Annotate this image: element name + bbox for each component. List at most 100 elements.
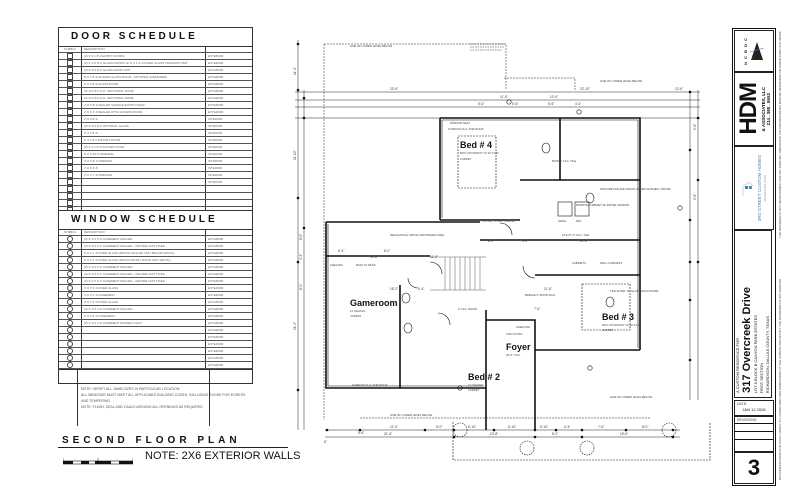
description-cell: (2) 3'-0 x 8'-0 ENTRY DOORS	[81, 52, 206, 61]
foyer-height: TWO STORY	[506, 332, 523, 336]
schedule-row	[59, 185, 252, 194]
description-cell: 6'-0 X 1'-6 FIXED GLASS (MATCH ENTRY DOO…	[81, 256, 206, 265]
window-note: NOTE: VERIFY ALL JAMB SIZES IN PARTICULA…	[81, 387, 180, 392]
type-cell: EXTERIOR	[205, 333, 252, 342]
lower-level-label: LINE OF LOWER LEVEL BELOW	[600, 79, 643, 83]
revisions-box: REVISIONS:	[734, 416, 774, 452]
tile-shower-label: TILE SHWR. W/ GLASS ENCLOSURE	[610, 289, 659, 293]
door-symbol-icon	[67, 151, 73, 157]
description-cell	[81, 354, 206, 363]
dimension: 11'-4"	[293, 67, 297, 75]
shelving-label: SHELVING	[516, 325, 530, 329]
dimension: 5'-0"	[436, 425, 442, 429]
bed3-ceiling: BOX UP FROM 8' TO 10' FLAT	[602, 323, 641, 327]
dimension: 8'-2"	[552, 432, 558, 436]
ncbdc-logo: N C B D C	[734, 30, 774, 72]
symbol-cell	[59, 284, 82, 293]
hdm-logo: HDM & ASSOCIATES, LLC 214 . 380 . 8653	[734, 72, 774, 146]
description-cell	[81, 185, 206, 194]
dimension: 8'-0"	[299, 234, 303, 240]
bridge-label: BRIDGE 9' WOOD RAIL	[525, 293, 556, 297]
window-symbol-icon	[67, 243, 73, 249]
symbol-cell	[59, 101, 82, 110]
description-cell: 3'-0 X 8'-0 OPENING	[81, 157, 206, 166]
dimension: 5'-6"	[693, 124, 697, 130]
door-schedule-title: DOOR SCHEDULE	[59, 28, 252, 47]
description-cell: 2'-6 X 8'-0	[81, 115, 206, 124]
dimension: 11'-0"	[500, 95, 508, 99]
symbol-cell	[59, 263, 82, 272]
type-cell: INTERIOR	[205, 143, 252, 152]
door-symbol-icon	[67, 95, 73, 101]
symbol-cell	[59, 73, 82, 82]
symbol-cell	[59, 277, 82, 286]
description-cell	[81, 361, 206, 370]
door-symbol-icon	[67, 130, 73, 136]
window-symbol-icon	[67, 313, 73, 319]
symbol-cell	[59, 249, 82, 258]
type-cell: EXTERIOR	[205, 361, 252, 370]
door-schedule: DOOR SCHEDULE SYMBOL DESCRIPTION (2) 3'-…	[58, 27, 253, 271]
bed4-floor: CARPET	[460, 157, 472, 161]
schedule-row: EXTERIOR	[59, 361, 252, 370]
door-symbol-icon	[67, 123, 73, 129]
type-cell: INTERIOR	[205, 164, 252, 173]
dimension: 3'-3"	[299, 254, 303, 260]
description-cell	[81, 178, 206, 187]
schedule-row: EXTERIOR	[59, 340, 252, 349]
type-cell: EXTERIOR	[205, 284, 252, 293]
symbol-cell	[59, 164, 82, 173]
description-cell: (2) 3'-0 X 4'-0 CASEMENT MULLED	[81, 305, 206, 314]
dimension: 4'-4"	[418, 287, 424, 291]
wall-cabinets-label: WALL CABINETS	[600, 261, 622, 265]
symbol-header: SYMBOL	[59, 47, 82, 54]
dimension: 11'-10"	[293, 150, 297, 160]
description-header: DESCRIPTION	[81, 47, 206, 54]
dimension: 5'-6"	[693, 194, 697, 200]
dimension: 6'-10"	[468, 425, 476, 429]
type-cell: INTERIOR	[205, 178, 252, 187]
door-schedule-table: SYMBOL DESCRIPTION (2) 3'-0 x 8'-0 ENTRY…	[59, 47, 252, 222]
type-cell: EXTERIOR	[205, 319, 252, 328]
dimension: 4'-0"	[522, 239, 528, 243]
window-symbol-icon	[67, 362, 73, 368]
schedule-row: EXTERIOR	[59, 347, 252, 356]
window-symbol-icon	[67, 299, 73, 305]
window-symbol-icon	[67, 250, 73, 256]
type-cell: EXTERIOR	[205, 80, 252, 89]
type-cell: INTERIOR	[205, 157, 252, 166]
window-schedule: WINDOW SCHEDULE SYMBOL DESCRIPTION (2) 3…	[58, 210, 253, 427]
washer-pan-label: PROVIDE PAN AND DRAIN UNDER WASHER / DRY…	[600, 187, 671, 191]
scale-bar-icon	[62, 458, 134, 465]
description-cell: (3) 3'-0 X 5'-0 CASEMENT MULLED - CENTER…	[81, 242, 206, 251]
symbol-cell	[59, 108, 82, 117]
borrow-cabinet-label: BORROW CABINET W/ DRYER VENDOR	[576, 203, 629, 207]
type-cell: EXTERIOR	[205, 73, 252, 82]
window-symbol-icon	[67, 236, 73, 242]
symbol-cell	[59, 291, 82, 300]
type-cell: EXTERIOR	[205, 326, 252, 335]
schedule-row: EXTERIOR	[59, 326, 252, 335]
dimension: 5'-10"	[540, 425, 548, 429]
type-cell: INTERIOR	[205, 171, 252, 180]
date-label: DATE:	[737, 402, 748, 406]
floor-plan: Bed # 4 Gameroom Bed # 2 Foyer Bed # 3 B…	[290, 30, 720, 470]
window-symbol-icon	[67, 355, 73, 361]
symbol-cell	[59, 94, 82, 103]
door-symbol-icon	[67, 158, 73, 164]
dimension: 7'-6"	[534, 307, 540, 311]
window-schedule-table: SYMBOL DESCRIPTION (2) 3'-0 X 5'-0 CASEM…	[59, 230, 252, 370]
description-cell	[81, 340, 206, 349]
dimension: 15'-6"	[620, 432, 628, 436]
window-symbol-icon	[67, 292, 73, 298]
description-cell: (3) 3'-0 X 5'-0 CASEMENT MULLED - CENTER…	[81, 277, 206, 286]
builder-logo: 3RD STREET CUSTOM HOMES RICHARDSON, TEXA…	[734, 146, 774, 230]
utility-label: UTILITY 9' CLG. TILE	[562, 233, 589, 237]
built-in-desk-label: BUILT IN DESK	[356, 263, 376, 267]
